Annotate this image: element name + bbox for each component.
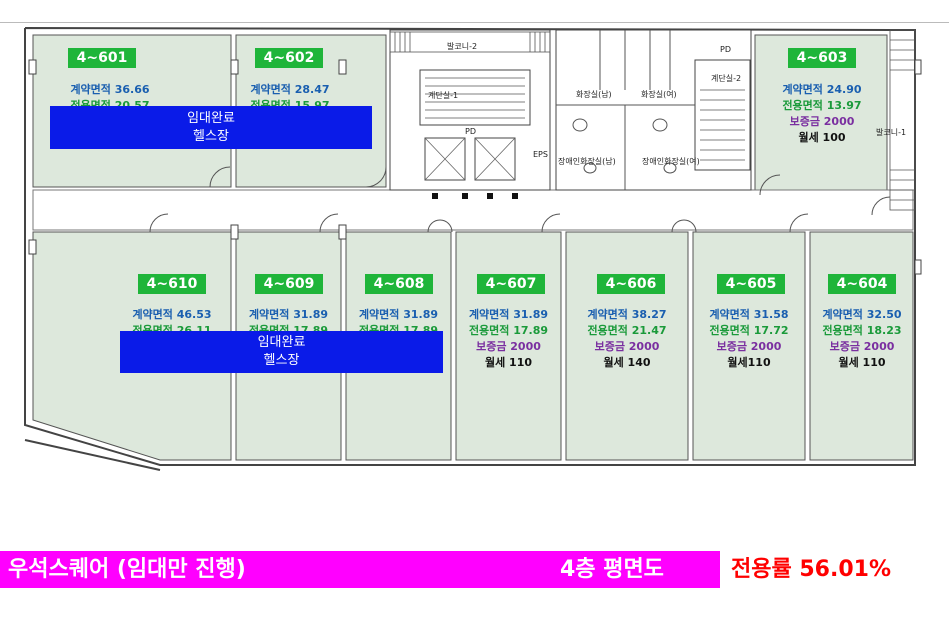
monthly-rent: 월세 110 [484, 356, 533, 369]
markers [432, 193, 518, 199]
unit-info-604: 계약면적 32.50 전용면적 18.23 보증금 2000 월세 110 [808, 307, 916, 371]
balcony-1-label: 발코니-1 [876, 128, 907, 137]
footer-title: 우석스퀘어 (임대만 진행) [8, 557, 246, 582]
deposit: 보증금 2000 [594, 340, 660, 353]
columns [28, 59, 922, 275]
deposit: 보증금 2000 [476, 340, 541, 353]
monthly-rent: 월세 110 [838, 356, 886, 369]
contract-area: 계약면적 24.90 [782, 83, 862, 96]
top-divider [0, 22, 949, 23]
contract-area: 계약면적 31.89 [248, 308, 329, 321]
monthly-rent: 월세 140 [603, 356, 651, 369]
footer-banner [0, 551, 720, 588]
leased-use: 헬스장 [193, 128, 229, 144]
unit-tag-610: 4~610 [138, 274, 206, 294]
contract-area: 계약면적 38.27 [587, 308, 667, 321]
room-604 [809, 231, 914, 461]
unit-info-603: 계약면적 24.90 전용면적 13.97 보증금 2000 월세 100 [764, 82, 880, 146]
unit-tag-607: 4~607 [477, 274, 545, 294]
building-outline [24, 27, 916, 471]
monthly-rent: 월세 100 [798, 131, 846, 144]
balcony-2-label: 발코니-2 [447, 42, 478, 51]
eps-label: EPS [533, 150, 548, 159]
deposit: 보증금 2000 [829, 340, 895, 353]
contract-area: 계약면적 31.58 [709, 308, 789, 321]
door-swings [149, 166, 891, 233]
unit-info-606: 계약면적 38.27 전용면적 21.47 보증금 2000 월세 140 [566, 307, 688, 371]
leased-status: 임대완료 [187, 110, 235, 126]
unit-tag-604: 4~604 [828, 274, 896, 294]
deposit: 보증금 2000 [789, 115, 855, 128]
room-607 [455, 231, 562, 461]
balconies [389, 29, 916, 211]
unit-tag-603: 4~603 [788, 48, 856, 68]
contract-area: 계약면적 32.50 [822, 308, 902, 321]
contract-area: 계약면적 36.66 [70, 83, 150, 96]
disabled-toilet-female-label: 장애인화장실(여) [642, 157, 700, 166]
unit-tag-602: 4~602 [255, 48, 323, 68]
contract-area: 계약면적 31.89 [358, 308, 439, 321]
room-606 [565, 231, 689, 461]
unit-tag-601: 4~601 [68, 48, 136, 68]
disabled-toilet-male-label: 장애인화장실(남) [558, 157, 616, 166]
unit-info-605: 계약면적 31.58 전용면적 17.72 보증금 2000 월세110 [693, 307, 805, 371]
contract-area: 계약면적 31.89 [468, 308, 549, 321]
toilet-partitions [556, 30, 695, 190]
exclusive-area: 전용면적 18.23 [822, 324, 902, 337]
leased-status: 임대완료 [257, 335, 306, 350]
exclusive-area: 전용면적 13.97 [782, 99, 862, 112]
elevator-marks [424, 137, 516, 181]
stair-1-label: 계단실-1 [428, 91, 459, 100]
exclusive-area: 전용면적 17.89 [468, 324, 549, 337]
toilet-female-label: 화장실(여) [641, 90, 677, 99]
exclusive-area: 전용면적 17.72 [709, 324, 789, 337]
pd-label: PD [465, 127, 476, 136]
monthly-rent: 월세110 [727, 356, 771, 369]
contract-area: 계약면적 28.47 [250, 83, 330, 96]
leased-box-bottom: 임대완료 헬스장 [120, 331, 443, 373]
unit-tag-606: 4~606 [597, 274, 665, 294]
footer-floor-plan: 4층 평면도 [560, 557, 664, 582]
deposit: 보증금 2000 [716, 340, 782, 353]
footer-exclusive-rate: 전용률 56.01% [731, 557, 892, 582]
toilet-male-label: 화장실(남) [576, 90, 612, 99]
unit-tag-608: 4~608 [365, 274, 433, 294]
stair-treads [425, 77, 745, 161]
pd2-label: PD [720, 45, 731, 54]
contract-area: 계약면적 46.53 [132, 308, 212, 321]
stair-2-label: 계단실-2 [711, 74, 742, 83]
exclusive-area: 전용면적 21.47 [587, 324, 667, 337]
unit-info-607: 계약면적 31.89 전용면적 17.89 보증금 2000 월세 110 [456, 307, 561, 371]
leased-use: 헬스장 [263, 353, 300, 368]
room-605 [692, 231, 806, 461]
unit-tag-609: 4~609 [255, 274, 323, 294]
unit-tag-605: 4~605 [717, 274, 785, 294]
leased-box-top: 임대완료 헬스장 [50, 106, 372, 149]
corridor [32, 189, 914, 231]
